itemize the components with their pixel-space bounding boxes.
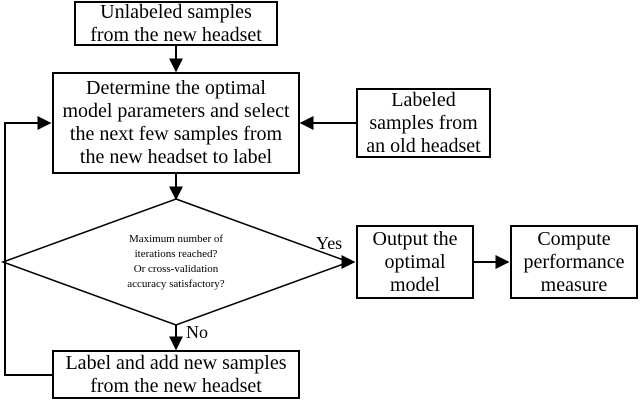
yes-label: Yes [316,233,343,253]
output-model-box: Output the optimal model [356,225,474,299]
decision-question: Maximum number of iterations reached? Or… [127,233,225,290]
label-add-samples-box: Label and add new samples from the new h… [52,350,300,399]
old-headset-samples-box: Labeled samples from an old headset [356,88,491,158]
arrow-loop-back-to-determine [4,116,52,376]
compute-performance-box: Compute performance measure [510,225,638,299]
unlabeled-samples-box: Unlabeled samples from the new headset [74,1,278,46]
determine-parameters-box: Determine the optimal model parameters a… [52,72,300,174]
no-label: No [186,322,208,342]
